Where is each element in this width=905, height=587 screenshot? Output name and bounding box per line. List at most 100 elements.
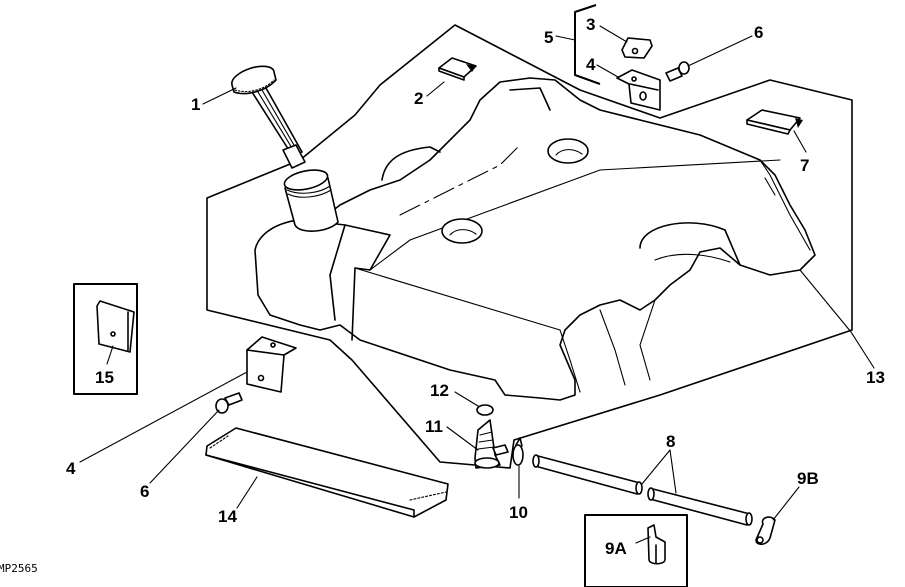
tank-recess bbox=[381, 146, 441, 181]
tank-recess-right bbox=[654, 253, 731, 263]
leader-6b bbox=[149, 409, 220, 484]
mounting-plate-outline bbox=[206, 24, 853, 469]
valve-11-spout bbox=[492, 444, 509, 456]
callout-2: 2 bbox=[414, 89, 423, 108]
leader-9b bbox=[772, 486, 800, 521]
pad-7-shade bbox=[795, 118, 803, 128]
leader-8b bbox=[669, 449, 677, 494]
callout-9a: 9A bbox=[605, 539, 627, 558]
bracket-4-body bbox=[616, 69, 661, 111]
tank-edge bbox=[759, 159, 811, 251]
tank-centerline bbox=[399, 144, 521, 216]
clamp-9b-body bbox=[755, 516, 776, 546]
leader-7 bbox=[793, 130, 807, 153]
part-6-bolt-lower bbox=[215, 392, 243, 414]
strip-14-texture bbox=[409, 491, 447, 501]
tank-edge bbox=[354, 267, 561, 331]
callout-12: 12 bbox=[430, 381, 449, 400]
gauge-stem-line bbox=[257, 91, 296, 154]
callout-13: 13 bbox=[866, 368, 885, 387]
leader-lines bbox=[79, 25, 875, 544]
valve-11-nut bbox=[474, 457, 500, 469]
hose-8b-end bbox=[647, 487, 655, 501]
clip-3-body bbox=[621, 37, 653, 59]
callout-4-lower: 4 bbox=[66, 459, 76, 478]
tank-edge bbox=[599, 309, 626, 386]
leader-2 bbox=[426, 81, 445, 97]
callout-3: 3 bbox=[586, 15, 595, 34]
filler-neck bbox=[283, 169, 339, 232]
strip-14-edge bbox=[205, 454, 415, 518]
callout-6-top: 6 bbox=[754, 23, 763, 42]
filler-neck-opening bbox=[283, 169, 329, 191]
part-10-clamp bbox=[512, 437, 524, 466]
leader-15 bbox=[106, 345, 114, 365]
part-7-pad bbox=[746, 109, 803, 135]
clip-9a-body bbox=[647, 524, 666, 565]
gauge-collar bbox=[282, 144, 306, 169]
tank-edge bbox=[764, 177, 776, 196]
clamp-9b-hole bbox=[756, 536, 764, 544]
tank-edge bbox=[559, 329, 581, 393]
valve-11-body bbox=[474, 419, 501, 469]
clip-3-hole bbox=[631, 47, 639, 55]
tank-edge bbox=[319, 221, 391, 341]
leader-14 bbox=[236, 476, 258, 509]
tank-hole bbox=[441, 218, 483, 244]
leader-13 bbox=[799, 269, 875, 369]
callout-labels: 1 2 3 4 5 6 7 8 9A 9B 10 11 12 13 14 15 … bbox=[66, 15, 885, 558]
part-4-bracket-top bbox=[616, 69, 661, 111]
bolt-6-head bbox=[678, 61, 690, 75]
leader-11 bbox=[446, 426, 479, 451]
bracket-4-hole bbox=[631, 76, 637, 82]
part-2-pad bbox=[438, 57, 477, 81]
part-12-cap bbox=[476, 404, 494, 416]
hose-8b bbox=[649, 488, 751, 526]
callout-6-lower: 6 bbox=[140, 482, 149, 501]
tank-edge bbox=[639, 299, 656, 381]
leader-4a bbox=[596, 64, 619, 78]
clamp-10-tab bbox=[515, 437, 523, 447]
bracket-4b-fold bbox=[246, 349, 285, 356]
pad-2-side bbox=[438, 67, 465, 81]
tank-edge bbox=[369, 159, 781, 271]
pad-15-hole bbox=[110, 331, 116, 337]
gauge-stem-line bbox=[261, 89, 299, 153]
gauge-cap-knurl-marks bbox=[234, 79, 275, 93]
tank-hole bbox=[547, 138, 589, 164]
pad-7-side bbox=[746, 119, 791, 135]
part-5-bracket-line bbox=[574, 4, 601, 85]
filler-neck-thread bbox=[286, 185, 331, 194]
tank-top-outline bbox=[254, 77, 816, 401]
part-4-bracket-lower bbox=[246, 336, 297, 393]
callout-4-top: 4 bbox=[586, 55, 596, 74]
bracket-4-fold bbox=[629, 83, 659, 91]
callout-1: 1 bbox=[191, 95, 200, 114]
valve-11-ribs bbox=[477, 431, 495, 450]
callout-9b: 9B bbox=[797, 469, 819, 488]
part-15-inset-box bbox=[73, 283, 138, 395]
part-9a-inset-box bbox=[584, 514, 688, 587]
hose-8a bbox=[534, 455, 641, 495]
leader-12 bbox=[454, 391, 479, 407]
bracket-4b-hole bbox=[270, 342, 276, 348]
tank-hole-inner bbox=[555, 149, 583, 156]
filler-neck-body bbox=[284, 177, 339, 232]
pad-15-body bbox=[96, 300, 135, 353]
part-9a-clip bbox=[647, 524, 666, 565]
tank-recess bbox=[509, 87, 551, 111]
drawing-code: MP2565 bbox=[0, 562, 38, 575]
part-9b-clamp bbox=[755, 516, 776, 546]
tank-hole-inner bbox=[449, 229, 477, 236]
leader-4b bbox=[79, 371, 248, 463]
part-11-valve bbox=[474, 419, 509, 469]
pad-2-shade bbox=[466, 64, 476, 72]
tank-edge bbox=[329, 224, 346, 321]
callout-14: 14 bbox=[218, 507, 237, 526]
bolt-6-shank bbox=[665, 67, 683, 82]
clamp-10-ring bbox=[512, 444, 524, 466]
hose-8a-end bbox=[532, 454, 540, 468]
callout-10: 10 bbox=[509, 503, 528, 522]
bracket-4b-hole bbox=[257, 374, 265, 382]
